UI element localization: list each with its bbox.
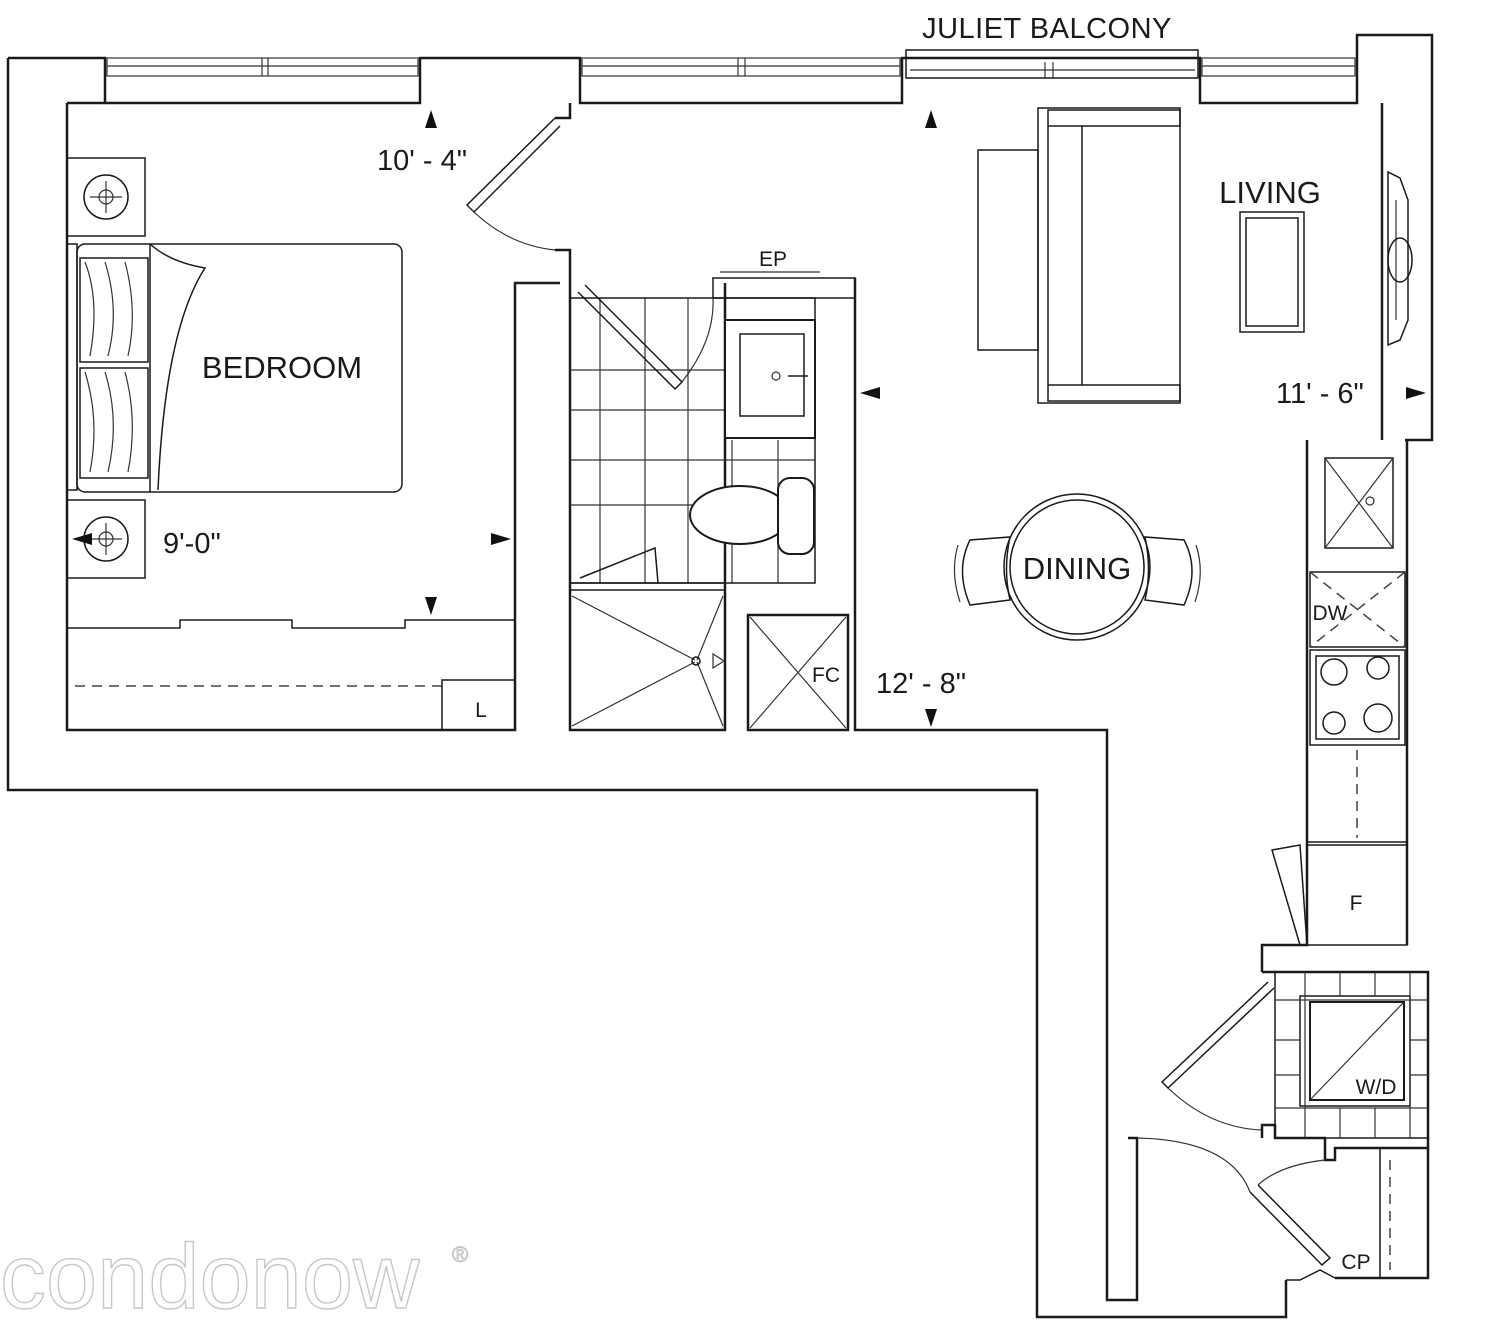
- laundry-closet: [1136, 971, 1429, 1281]
- arrow-up-icon: [925, 110, 937, 128]
- coat-closet-label: CP: [1341, 1251, 1370, 1274]
- bedroom-width-dimension: 10' - 4": [377, 145, 467, 177]
- living-depth-dimension: 12' - 8": [876, 668, 966, 700]
- washer-dryer-label: W/D: [1356, 1076, 1397, 1099]
- bathroom: [569, 271, 856, 729]
- dishwasher-label: DW: [1313, 602, 1348, 625]
- living-width-dimension: 11' - 6": [1276, 378, 1364, 410]
- balcony-label: JULIET BALCONY: [922, 13, 1172, 45]
- electrical-panel-label: EP: [759, 248, 787, 271]
- exterior-walls: [6, 33, 1434, 1319]
- watermark-logo: condonow ®: [0, 1225, 469, 1324]
- arrow-left-icon: [860, 387, 880, 399]
- bedroom-label: BEDROOM: [202, 350, 362, 385]
- dimension-markers: [72, 110, 1426, 727]
- linen-closet-label: L: [475, 699, 487, 722]
- dining-furniture: [953, 493, 1201, 641]
- bedroom-furniture: [66, 117, 561, 731]
- arrow-left-icon: [72, 533, 92, 545]
- fan-coil-label: FC: [812, 664, 840, 687]
- windows: [106, 49, 1356, 79]
- arrow-down-icon: [425, 597, 437, 615]
- fridge-label: F: [1350, 892, 1363, 915]
- arrow-right-icon: [1406, 387, 1426, 399]
- arrow-down-icon: [925, 709, 937, 727]
- arrow-right-icon: [491, 533, 511, 545]
- living-label: LIVING: [1219, 175, 1321, 210]
- bedroom-depth-dimension: 9'-0": [163, 528, 221, 560]
- living-furniture: [977, 107, 1413, 404]
- arrow-up-icon: [425, 110, 437, 128]
- registered-mark: ®: [452, 1242, 468, 1267]
- kitchen: [1271, 457, 1408, 946]
- watermark-text: condonow: [0, 1226, 420, 1324]
- dining-label: DINING: [1023, 551, 1132, 586]
